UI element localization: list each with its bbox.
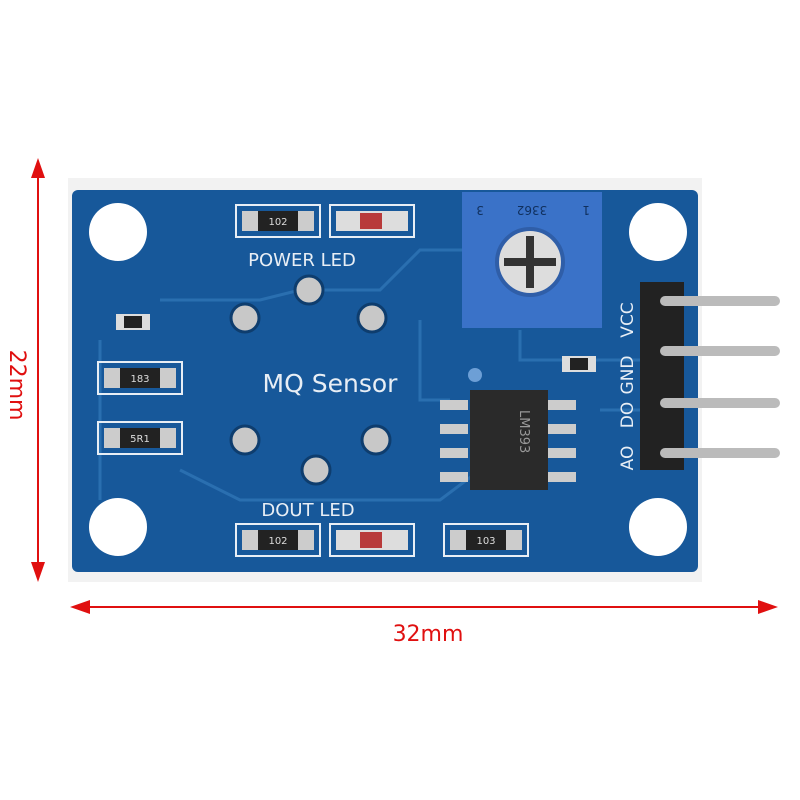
smd-resistor: 103 [443, 523, 529, 557]
potentiometer: 3362 3 1 [462, 192, 602, 328]
smd-resistor: 183 [97, 361, 183, 395]
width-dimension: 32mm [70, 600, 778, 647]
pin-label-ao: AO [618, 446, 638, 471]
svg-text:5R1: 5R1 [130, 434, 150, 445]
svg-text:3362: 3362 [517, 203, 548, 217]
width-label: 32mm [393, 622, 464, 647]
dout-led-label: DOUT LED [261, 500, 354, 521]
svg-text:3: 3 [476, 203, 484, 217]
sensor-pins [229, 274, 392, 486]
svg-text:103: 103 [476, 536, 495, 547]
pin-label-do: DO [618, 402, 638, 428]
svg-text:183: 183 [130, 374, 149, 385]
lm393-chip: LM393 [440, 390, 576, 490]
pin-header: VCC GND DO AO [618, 282, 780, 470]
power-led-label: POWER LED [248, 250, 356, 271]
svg-text:102: 102 [268, 217, 287, 228]
dout-led [329, 523, 415, 557]
height-dimension: 22mm [4, 158, 45, 582]
smd-resistor: 102 [235, 523, 321, 557]
svg-text:102: 102 [268, 536, 287, 547]
mounting-holes [89, 203, 687, 556]
svg-text:1: 1 [582, 203, 590, 217]
svg-text:LM393: LM393 [516, 410, 531, 453]
pin-label-vcc: VCC [618, 302, 638, 337]
height-label: 22mm [4, 350, 29, 421]
pin-label-gnd: GND [618, 356, 638, 395]
smd-resistor: 5R1 [97, 421, 183, 455]
board-title: MQ Sensor [263, 369, 399, 398]
smd-resistor: 102 [235, 204, 321, 238]
power-led [329, 204, 415, 238]
